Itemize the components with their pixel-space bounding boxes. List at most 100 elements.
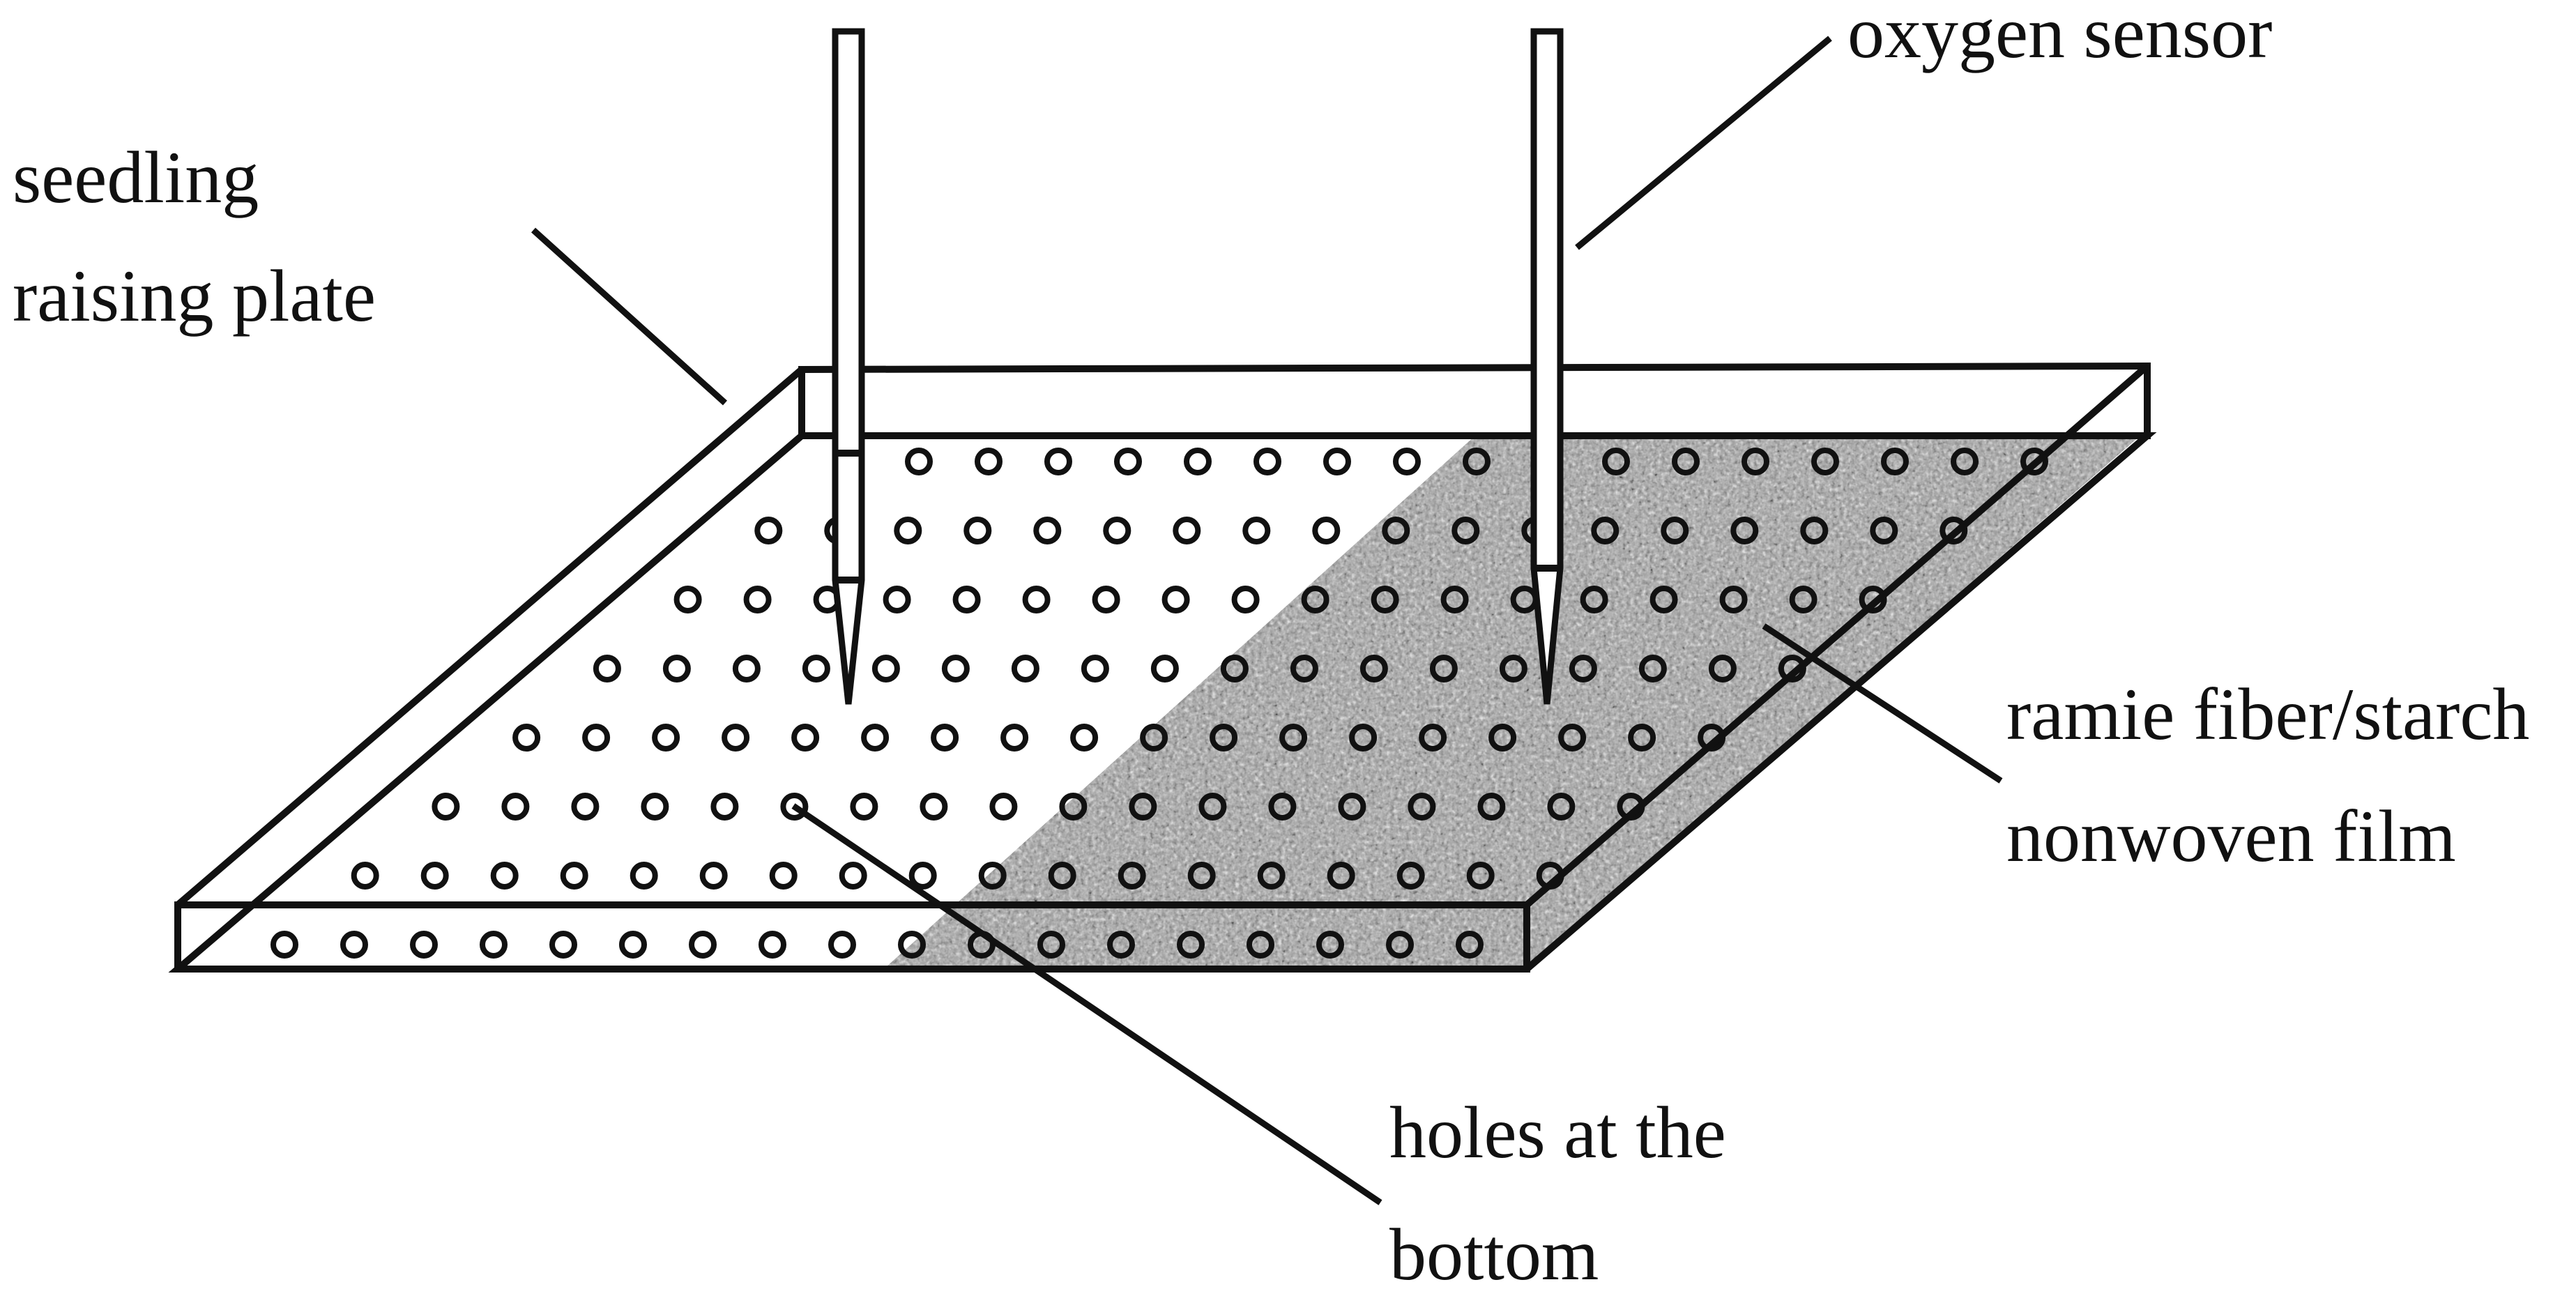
hole [1371, 586, 1399, 613]
hole [619, 931, 647, 959]
hole [1107, 931, 1135, 959]
hole [1591, 517, 1619, 544]
nonwoven-film-leader [1762, 623, 2003, 784]
hole [839, 862, 867, 890]
hole [1103, 517, 1131, 544]
hole [1638, 655, 1667, 683]
hole [1451, 517, 1480, 544]
hole [1220, 655, 1249, 683]
hole [802, 655, 830, 683]
hole [1129, 793, 1157, 821]
hole [1811, 448, 1839, 475]
hole [1456, 931, 1484, 959]
hole [1210, 724, 1238, 752]
hole [1719, 586, 1748, 613]
hole [641, 793, 669, 821]
hole [894, 517, 922, 544]
hole [1349, 724, 1378, 752]
hole [593, 655, 621, 683]
seedling-plate-label-line1: seedling [13, 137, 259, 218]
hole [1290, 655, 1318, 683]
hole [1800, 517, 1829, 544]
hole [1477, 793, 1506, 821]
hole [1569, 655, 1597, 683]
hole [1092, 586, 1120, 613]
hole [1323, 448, 1351, 475]
hole [1602, 448, 1630, 475]
hole [931, 724, 959, 752]
oxygen-sensor-probe-right [1530, 28, 1564, 705]
hole [1649, 586, 1678, 613]
hole [1316, 931, 1344, 959]
hole [1242, 517, 1271, 544]
hole [1466, 862, 1495, 890]
hole [905, 448, 933, 475]
hole [828, 931, 856, 959]
hole [1268, 793, 1297, 821]
hole [1730, 517, 1759, 544]
hole [1198, 793, 1227, 821]
hole [689, 931, 717, 959]
hole [1140, 724, 1168, 752]
hole [1173, 517, 1201, 544]
holes-label-line2: bottom [1389, 1214, 1599, 1295]
oxygen-sensor-probe-left [832, 28, 865, 705]
hole [420, 862, 449, 890]
hole [1011, 655, 1039, 683]
holes-leader [791, 803, 1382, 1205]
hole [501, 793, 530, 821]
hole [1708, 655, 1737, 683]
hole [1231, 586, 1260, 613]
hole [1382, 517, 1410, 544]
hole [1951, 448, 1979, 475]
hole [743, 586, 772, 613]
hole [1742, 448, 1769, 475]
hole [1393, 448, 1421, 475]
hole [652, 724, 680, 752]
hole [1033, 517, 1062, 544]
hole [1870, 517, 1898, 544]
hole [1070, 724, 1099, 752]
hole [1672, 448, 1700, 475]
holes-label-line1: holes at the [1389, 1092, 1726, 1173]
hole [1253, 448, 1281, 475]
hole [1408, 793, 1436, 821]
seedling-plate-leader [531, 227, 728, 406]
hole [791, 724, 820, 752]
hole [1440, 586, 1469, 613]
plate-back-rim [798, 362, 2151, 439]
hole [1081, 655, 1109, 683]
hole [754, 517, 783, 544]
hole [722, 724, 750, 752]
hole [989, 793, 1018, 821]
hole [560, 862, 588, 890]
hole [549, 931, 577, 959]
hole [1247, 931, 1274, 959]
hole [480, 931, 508, 959]
plate-left-rim-edge [175, 367, 805, 908]
hole [270, 931, 298, 959]
seedling-plate-label-line2: raising plate [13, 255, 376, 337]
hole [1429, 655, 1458, 683]
oxygen-sensor-leader [1575, 36, 1832, 250]
hole [1558, 724, 1587, 752]
hole [410, 931, 438, 959]
hole [871, 655, 900, 683]
hole [1789, 586, 1817, 613]
oxygen-sensor-label: oxygen sensor [1847, 0, 2272, 73]
hole [769, 862, 798, 890]
hole [861, 724, 890, 752]
hole [1114, 448, 1142, 475]
nonwoven-film-label-line2: nonwoven film [2006, 795, 2456, 877]
hole [1488, 724, 1517, 752]
hole [1580, 586, 1608, 613]
hole [630, 862, 658, 890]
seedling-raising-plate [168, 362, 2157, 973]
hole [1312, 517, 1341, 544]
hole [662, 655, 691, 683]
hole [1939, 517, 1968, 544]
hole [898, 931, 926, 959]
hole [1184, 448, 1212, 475]
plate-front-rim [174, 901, 1530, 973]
